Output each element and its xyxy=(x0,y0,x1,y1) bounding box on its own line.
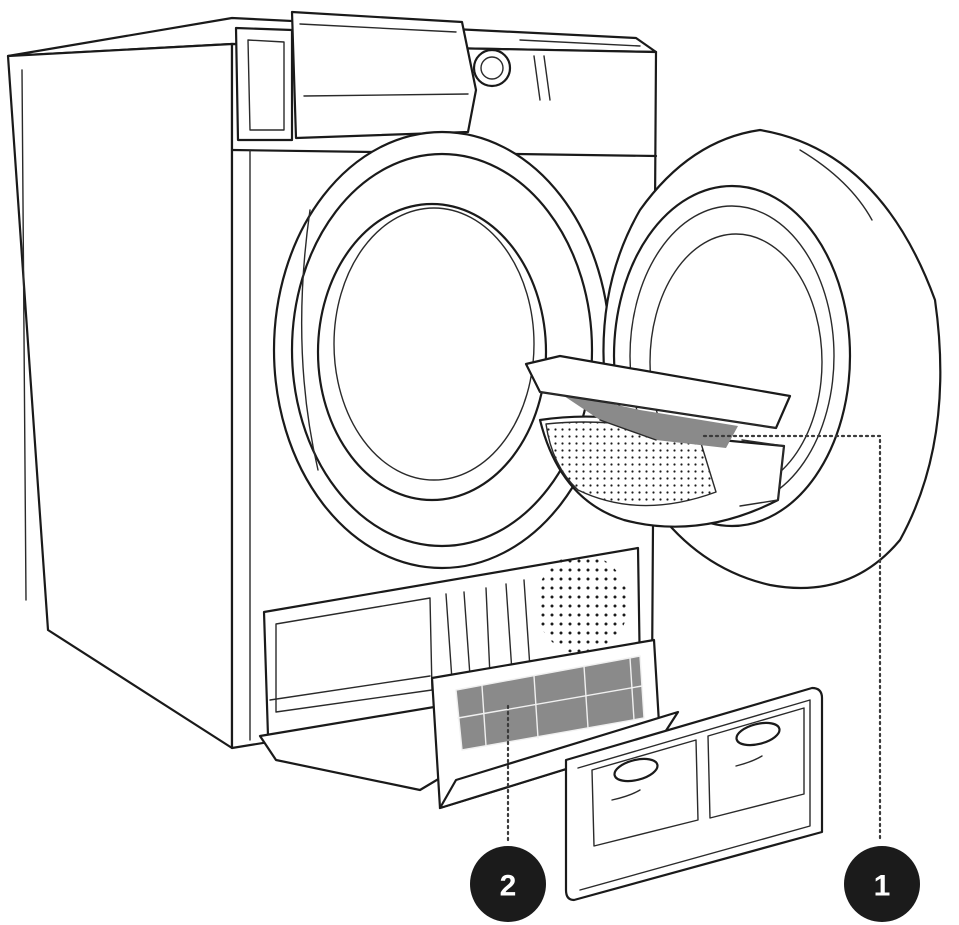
control-panel xyxy=(234,10,641,142)
drum-opening xyxy=(272,130,612,570)
callout-label-2: 2 xyxy=(500,870,517,903)
program-knob-icon xyxy=(472,48,512,88)
filter-cover xyxy=(564,686,824,902)
base-filter xyxy=(430,638,680,810)
callout-marker-2: 2 xyxy=(470,846,546,922)
handle-right-icon xyxy=(735,721,781,747)
leader-line-1 xyxy=(702,434,882,840)
handle-left-icon xyxy=(613,757,659,783)
door-filter xyxy=(524,354,792,528)
callout-marker-1: 1 xyxy=(844,846,920,922)
callout-label-1: 1 xyxy=(874,870,891,903)
